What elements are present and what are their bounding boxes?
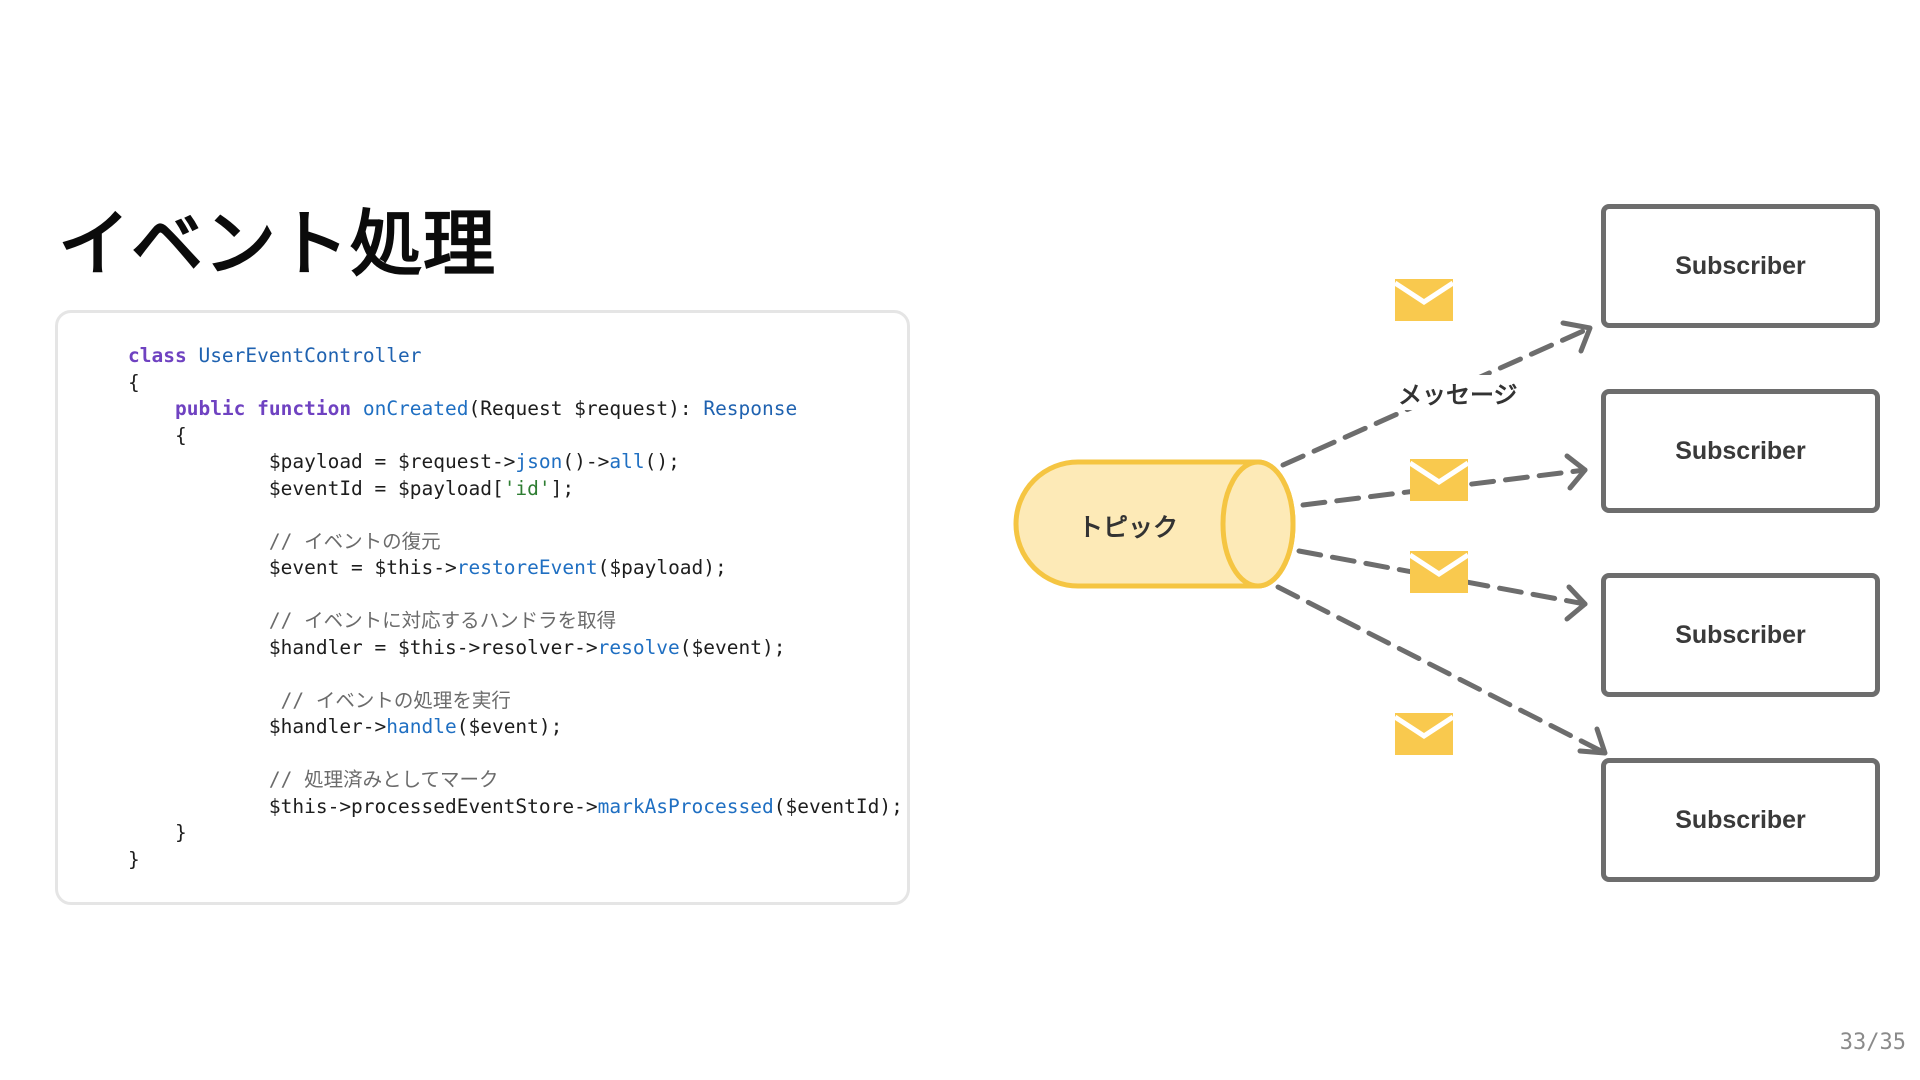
code-line: $this->processedEventStore->markAsProces… [128, 794, 903, 818]
topic-cylinder [1013, 459, 1296, 589]
code-line: class UserEventController [128, 344, 422, 367]
code-line: $event = $this->restoreEvent($payload); [128, 556, 727, 579]
arrowhead-3 [1564, 584, 1588, 622]
subscriber-box-2: Subscriber [1601, 389, 1880, 513]
slide-title: イベント処理 [58, 202, 497, 286]
topic-label: トピック [1078, 513, 1179, 542]
envelope-icon [1395, 279, 1453, 321]
code-line: $eventId = $payload['id']; [128, 476, 575, 500]
envelope-icon [1410, 459, 1468, 501]
message-label: メッセージ [1396, 375, 1520, 410]
arrow-to-subscriber-4 [1275, 584, 1608, 756]
subscriber-box-3: Subscriber [1601, 573, 1880, 697]
code-line: } [128, 821, 187, 844]
code-line: // 処理済みとしてマーク [268, 768, 499, 791]
code-content: class UserEventController { public functi… [128, 343, 903, 873]
code-line: $handler->handle($event); [128, 715, 563, 738]
arrowhead-1 [1560, 320, 1593, 354]
code-line: public function onCreated(Request $reque… [174, 397, 798, 420]
code-block: class UserEventController { public functi… [55, 310, 910, 905]
code-line: // イベントの復元 [268, 529, 441, 553]
page-number: 33/35 [1839, 1030, 1906, 1055]
envelope-icon [1410, 551, 1468, 593]
arrow-heads [1560, 320, 1608, 756]
subscriber-box-4: Subscriber [1601, 758, 1880, 882]
subscriber-box-1: Subscriber [1601, 204, 1880, 328]
envelope-icon [1395, 713, 1453, 755]
code-line: // イベントに対応するハンドラを取得 [268, 609, 617, 632]
code-line: { [128, 370, 140, 394]
code-line: { [128, 423, 187, 447]
code-line: $payload = $request->json()->all(); [128, 450, 680, 473]
arrowhead-2 [1564, 453, 1588, 491]
code-line: // イベントの処理を実行 [280, 688, 511, 712]
code-line: $handler = $this->resolver->resolve($eve… [128, 635, 786, 659]
arrowhead-4 [1577, 726, 1608, 756]
code-line: } [128, 847, 140, 871]
